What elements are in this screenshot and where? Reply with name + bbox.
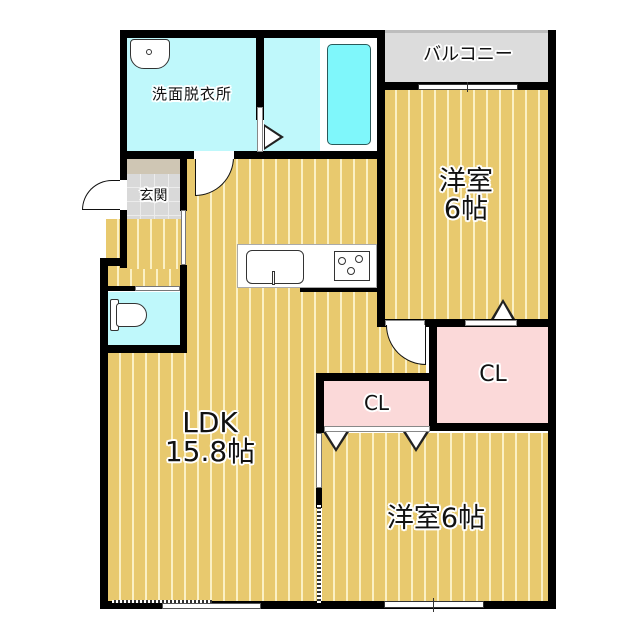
balcony-area	[384, 30, 554, 82]
room-name: 洋室	[439, 166, 493, 197]
closet-door-marker-fill	[406, 432, 426, 448]
wall	[120, 30, 384, 38]
western-room-south-floor	[322, 433, 550, 603]
washroom-label: 洗面脱衣所	[151, 85, 232, 103]
balcony-label: バルコニー	[423, 44, 513, 65]
window-mullion	[467, 82, 468, 92]
window-ldk-screen	[112, 600, 212, 603]
kitchen-counter	[237, 244, 377, 288]
window-south-room	[384, 601, 484, 608]
ldk-floor-mid	[186, 320, 426, 375]
western-room-north-floor	[384, 88, 548, 320]
window-ldk	[162, 603, 261, 609]
closet-large-label: CL	[479, 362, 507, 387]
western-room-south-label: 洋室6帖	[386, 503, 486, 534]
bath-door-opening	[257, 107, 263, 152]
wall	[120, 30, 127, 180]
wall	[100, 601, 556, 609]
washbasin-icon	[130, 39, 170, 69]
wall	[120, 210, 127, 268]
wall	[316, 488, 322, 508]
entrance-sliding-door	[181, 210, 186, 265]
wall	[120, 151, 384, 159]
wall	[429, 423, 555, 431]
wall	[100, 286, 135, 291]
room-size: 6帖	[443, 194, 489, 226]
wall	[100, 258, 127, 266]
drain-icon	[146, 49, 152, 55]
closet-door-marker-fill	[326, 432, 346, 448]
kitchen-sink-icon	[246, 250, 304, 284]
wall	[316, 373, 324, 433]
ldk-label: LDK 15.8帖	[110, 408, 310, 467]
entrance-step	[126, 159, 181, 174]
partition-dotted	[317, 505, 321, 603]
bathtub-icon	[327, 44, 371, 145]
entrance-label: 玄関	[139, 188, 168, 204]
burner-icon	[355, 255, 363, 263]
window-balcony	[418, 84, 518, 90]
window-mullion	[433, 598, 434, 612]
hallway-floor-upper	[126, 219, 181, 269]
burner-icon	[338, 257, 346, 265]
ldk-door	[194, 151, 234, 159]
wall	[316, 373, 436, 381]
room-sliding-door	[316, 433, 322, 488]
balcony-railing	[384, 30, 554, 33]
wall	[180, 151, 187, 211]
western-room-north-label: 洋室 6帖	[384, 166, 548, 226]
front-door	[120, 180, 127, 210]
room-size: 15.8帖	[164, 435, 256, 469]
burner-icon	[347, 267, 355, 275]
toilet-icon	[116, 303, 147, 327]
bath-door-arrow-fill	[265, 127, 280, 147]
room-name: LDK	[182, 406, 238, 439]
toilet-door	[135, 286, 180, 291]
wall	[180, 265, 187, 353]
closet-door-north	[465, 320, 517, 326]
wall	[100, 345, 187, 353]
wall	[300, 286, 385, 292]
faucet-icon	[272, 271, 275, 285]
wall	[377, 30, 385, 325]
stove-icon	[334, 251, 370, 281]
wall	[256, 30, 264, 120]
wall	[100, 258, 108, 608]
closet-door-marker-fill	[494, 303, 512, 319]
closet-door-south	[324, 426, 430, 432]
closet-small-label: CL	[363, 391, 390, 415]
closet-small-floor	[323, 380, 430, 426]
closet-large-floor	[437, 327, 549, 423]
ldk-floor-lower	[108, 352, 318, 602]
